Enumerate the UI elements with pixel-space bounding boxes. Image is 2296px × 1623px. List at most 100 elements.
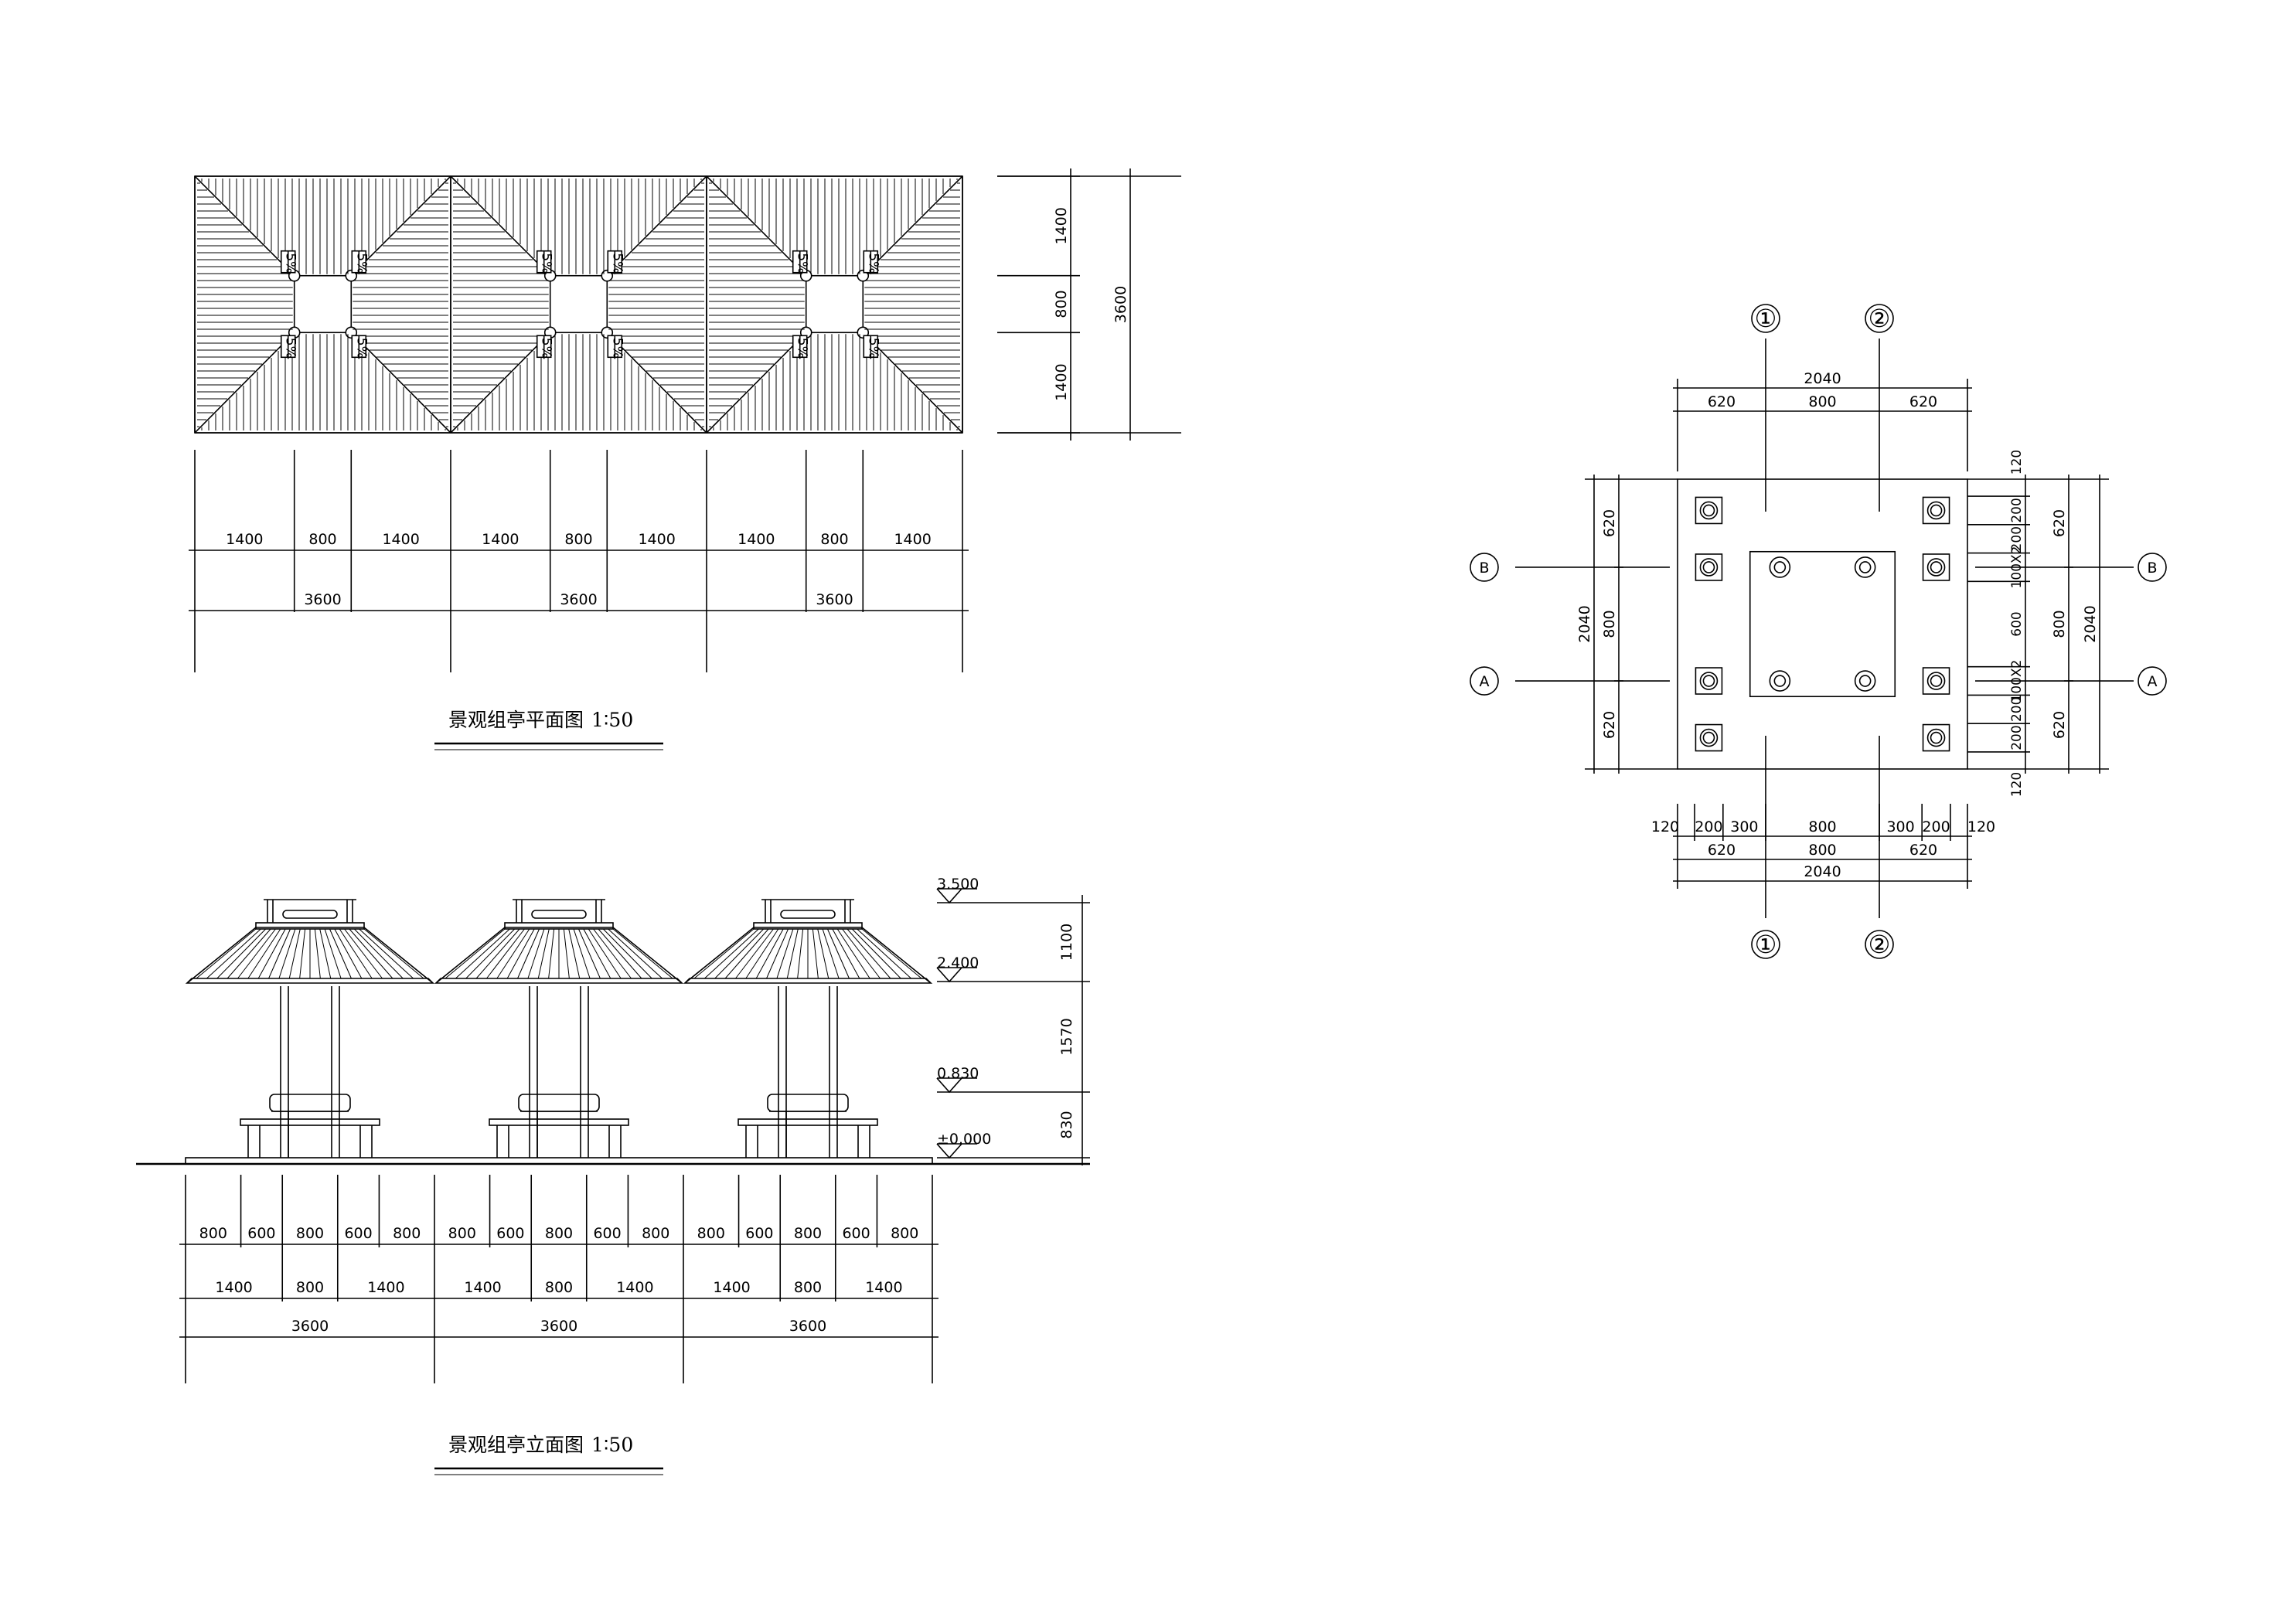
hip-line	[606, 175, 707, 277]
level-dim-0: 1100	[1058, 924, 1075, 961]
post-outer	[1854, 556, 1876, 578]
elevation-row2-7: 800	[794, 1279, 822, 1296]
detail-bottom-dim-1: 800	[1808, 842, 1836, 859]
lantern-band	[504, 922, 614, 930]
slope-label: 5%	[539, 338, 554, 359]
roof-batten	[465, 928, 516, 979]
post-inner	[1858, 561, 1872, 573]
level-label-0: 3.500	[937, 876, 979, 893]
hip-line	[350, 175, 451, 277]
axis-bubble-1-bottom-label: ①	[1755, 930, 1777, 959]
perimeter-post	[1922, 553, 1950, 581]
roof-bay-1: 5%5%5%5%	[194, 175, 451, 434]
lantern-rail	[531, 910, 587, 919]
roof-batten	[735, 928, 774, 979]
roof-batten	[506, 928, 535, 979]
detail-left-dim-2: 620	[1601, 711, 1618, 739]
post-inner	[1858, 675, 1872, 687]
roof-batten	[247, 928, 281, 979]
slope-label: 5%	[609, 253, 625, 274]
roof-batten	[517, 928, 540, 979]
roof-batten	[344, 928, 383, 979]
axis-bubble-a-right-circle	[2138, 666, 2167, 696]
post-inner	[1930, 675, 1943, 687]
roof-batten	[776, 928, 794, 979]
roof-batten	[836, 928, 870, 979]
roof-batten	[339, 928, 373, 979]
roof-batten	[755, 928, 784, 979]
roof-eave-band	[684, 978, 932, 984]
post-inner	[1773, 561, 1787, 573]
hip-line	[350, 332, 451, 434]
hip-line	[606, 332, 707, 434]
elevation-row2-8: 1400	[865, 1279, 902, 1296]
roof-lantern	[549, 274, 608, 334]
post-inner	[1702, 561, 1715, 573]
elevation-row1-4: 800	[393, 1225, 421, 1242]
axis-bubble-a-left: A	[1470, 666, 1499, 696]
elevation-title: 景观组亭立面图	[448, 1434, 584, 1456]
perimeter-post	[1922, 723, 1950, 752]
level-triangle	[936, 967, 962, 983]
roof-batten	[861, 928, 922, 979]
axis-bubble-2-top-circle	[1865, 304, 1894, 333]
axis-bubble-1-bottom: ①	[1751, 930, 1780, 959]
detail-right-total: 2040	[2082, 605, 2099, 642]
roof-batten	[268, 928, 291, 979]
detail-top-dim-2: 620	[1909, 393, 1937, 410]
axis-bubble-2-bottom-circle	[1865, 930, 1894, 959]
roof-batten	[797, 928, 804, 979]
roof-batten	[832, 928, 860, 979]
roof-batten	[847, 928, 891, 979]
plan-bottom-dim-5: 1400	[638, 531, 675, 548]
roof-bay-2: 5%5%5%5%	[450, 175, 707, 434]
detail-right-fine-0: 120	[2009, 450, 2025, 475]
detail-bottom-fine-2: 300	[1730, 818, 1758, 835]
slope-label: 5%	[609, 338, 625, 359]
hip-line	[450, 332, 551, 434]
slope-label: 5%	[283, 253, 298, 274]
post-base	[1922, 496, 1950, 525]
roof-batten	[786, 928, 799, 979]
lantern-band	[255, 922, 365, 930]
detail-top-dim-1: 800	[1808, 393, 1836, 410]
post-inner	[1773, 675, 1787, 687]
roof-batten	[334, 928, 363, 979]
level-triangle	[936, 1077, 962, 1094]
roof-batten	[704, 928, 759, 979]
plan-right-total: 3600	[1112, 286, 1129, 323]
perimeter-post	[1922, 496, 1950, 525]
axis-bubble-2-bottom: ②	[1865, 930, 1894, 959]
detail-right-dim-1: 800	[2051, 610, 2068, 638]
plan-right-dim-0: 1400	[1053, 207, 1070, 244]
hip-line	[194, 175, 295, 277]
slope-label: 5%	[865, 253, 881, 274]
post-outer	[1699, 558, 1719, 577]
roof-batten	[851, 928, 901, 979]
roof-plan-outline	[194, 175, 963, 434]
lantern-rail	[282, 910, 338, 919]
elevation-pavilion-3	[683, 899, 933, 1158]
level-triangle	[936, 888, 962, 904]
roof-batten	[349, 928, 393, 979]
roof-batten	[237, 928, 276, 979]
roof-batten	[537, 928, 550, 979]
roof-batten	[319, 928, 332, 979]
center-post	[1769, 670, 1791, 692]
post-outer	[1699, 672, 1719, 690]
elevation-row2-3: 1400	[464, 1279, 501, 1296]
lantern-band	[753, 922, 863, 930]
post-outer	[1769, 670, 1791, 692]
roof-batten	[612, 928, 673, 979]
elevation-pavilion-2	[434, 899, 684, 1158]
roof-batten	[714, 928, 765, 979]
stool-cap	[518, 1094, 600, 1112]
plan-bottom-dim-1: 800	[308, 531, 336, 548]
elevation-row3-0: 3600	[291, 1318, 329, 1335]
post-outer	[1926, 728, 1946, 747]
axis-bubble-b-left-circle	[1470, 553, 1499, 582]
post-outer	[1769, 556, 1791, 578]
